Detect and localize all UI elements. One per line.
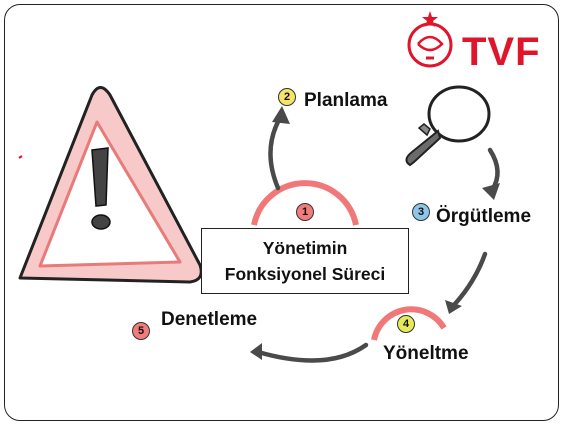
warning-triangle-icon	[18, 86, 203, 284]
arrow-1-to-2	[268, 115, 283, 191]
center-title-line-2: Fonksiyonel Süreci	[224, 264, 386, 284]
arrowhead-2	[272, 106, 290, 124]
step-1-badge: 1	[296, 203, 314, 221]
arc-step-1	[251, 180, 359, 226]
step-3-label: Örgütleme	[436, 206, 532, 227]
magnifying-glass-icon	[405, 85, 491, 167]
center-title-box: Yönetimin Fonksiyonel Süreci	[201, 228, 409, 294]
step-5-badge: 5	[132, 322, 150, 340]
step-3-badge: 3	[412, 203, 430, 221]
step-2-badge: 2	[278, 88, 296, 106]
arrowhead-3	[482, 183, 500, 200]
arrow-4-to-5	[255, 342, 369, 363]
step-2-label: Planlama	[304, 90, 388, 111]
slide-frame	[4, 4, 559, 421]
arc-step-4	[371, 306, 447, 341]
brand-logo-text: TVF	[462, 30, 541, 74]
tvf-emblem-icon	[407, 11, 453, 68]
arrowhead-4	[445, 300, 462, 314]
arrowhead-5	[250, 343, 262, 360]
step-5-label: Denetleme	[161, 309, 258, 330]
red-mark	[18, 155, 23, 159]
center-title-line-1: Yönetimin	[262, 238, 348, 258]
arrow-3-to-4	[451, 251, 488, 308]
step-4-label: Yöneltme	[383, 343, 469, 364]
step-4-badge: 4	[397, 315, 415, 333]
